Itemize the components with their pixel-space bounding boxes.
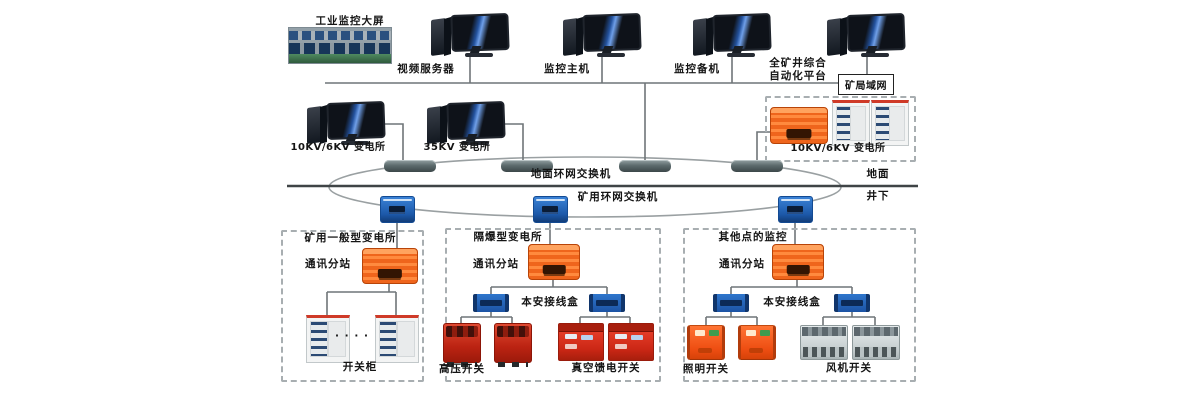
section2-left-label: 高压开关 bbox=[439, 363, 485, 375]
monitor-backup-label: 监控备机 bbox=[674, 63, 720, 75]
substation-10kv-computer-icon bbox=[300, 100, 386, 150]
section3-right-label: 风机开关 bbox=[826, 362, 872, 374]
explosionproof-substation-section bbox=[445, 228, 661, 382]
high-voltage-switch-icon bbox=[494, 323, 532, 367]
monitor-host-computer-icon bbox=[556, 12, 642, 62]
automation-platform-label: 全矿井综合 自动化平台 bbox=[769, 57, 827, 82]
high-voltage-switch-icon bbox=[443, 323, 481, 367]
section2-title: 隔爆型变电所 bbox=[473, 231, 543, 243]
junction-box-icon bbox=[713, 294, 749, 312]
surface-substation-section bbox=[765, 96, 916, 162]
general-substation-section bbox=[281, 230, 424, 382]
automation-platform-computer-icon bbox=[820, 12, 906, 62]
section3-comm-label: 通讯分站 bbox=[719, 258, 765, 270]
ring-switch-icon bbox=[384, 160, 436, 172]
section2-right-label: 真空馈电开关 bbox=[571, 362, 641, 374]
comm-substation-device-icon bbox=[772, 244, 824, 280]
switchgear-cabinet-icon bbox=[306, 315, 350, 363]
section2-junction-label: 本安接线盒 bbox=[521, 296, 579, 308]
surface-label: 地面 bbox=[866, 168, 890, 180]
comm-substation-device-icon bbox=[362, 248, 418, 284]
substation-10kv-label: 10KV/6KV 变电所 bbox=[290, 142, 386, 153]
fan-switch-icon bbox=[800, 325, 848, 360]
mine-lan-box: 矿局域网 bbox=[838, 74, 894, 95]
junction-box-icon bbox=[834, 294, 870, 312]
junction-box-icon bbox=[589, 294, 625, 312]
other-points-section bbox=[683, 228, 916, 382]
substation-35kv-computer-icon bbox=[420, 100, 506, 150]
section3-junction-label: 本安接线盒 bbox=[763, 296, 821, 308]
section3-title: 其他点的监控 bbox=[718, 231, 788, 243]
section1-comm-label: 通讯分站 bbox=[305, 258, 351, 270]
ring-switch-icon bbox=[731, 160, 783, 172]
surface-substation-box-label: 10KV/6KV 变电所 bbox=[790, 143, 886, 154]
lighting-switch-icon bbox=[687, 325, 725, 360]
surface-ring-switch-label: 地面环网交换机 bbox=[530, 168, 612, 180]
substation-35kv-label: 35KV 变电所 bbox=[423, 142, 491, 153]
underground-label: 井下 bbox=[866, 190, 890, 202]
big-screen-label: 工业监控大屏 bbox=[315, 15, 385, 27]
switch-cabinet-icon bbox=[871, 100, 909, 146]
ellipsis-dots: · · · · bbox=[335, 330, 369, 342]
section1-bottom-label: 开关柜 bbox=[342, 361, 378, 373]
lighting-switch-icon bbox=[738, 325, 776, 360]
fan-switch-icon bbox=[852, 325, 900, 360]
switch-cabinet-icon bbox=[832, 100, 870, 146]
vacuum-feeder-switch-icon bbox=[608, 323, 654, 361]
ring-switch-icon bbox=[619, 160, 671, 172]
section1-title: 矿用一般型变电所 bbox=[304, 232, 397, 244]
comm-substation-device-icon bbox=[528, 244, 580, 280]
fiber-converter-icon bbox=[380, 196, 415, 223]
section2-comm-label: 通讯分站 bbox=[473, 258, 519, 270]
video-server-computer-icon bbox=[424, 12, 510, 62]
fiber-converter-icon bbox=[778, 196, 813, 223]
mine-ring-switch-label: 矿用环网交换机 bbox=[577, 191, 659, 203]
switchgear-cabinet-icon bbox=[375, 315, 419, 363]
vacuum-feeder-switch-icon bbox=[558, 323, 604, 361]
video-server-label: 视频服务器 bbox=[397, 63, 455, 75]
monitor-backup-computer-icon bbox=[686, 12, 772, 62]
monitor-host-label: 监控主机 bbox=[544, 63, 590, 75]
control-room-photo bbox=[288, 27, 392, 64]
fiber-converter-icon bbox=[533, 196, 568, 223]
ring-switch-icon bbox=[501, 160, 553, 172]
section3-left-label: 照明开关 bbox=[683, 363, 729, 375]
junction-box-icon bbox=[473, 294, 509, 312]
explosionproof-device-icon bbox=[770, 107, 828, 144]
